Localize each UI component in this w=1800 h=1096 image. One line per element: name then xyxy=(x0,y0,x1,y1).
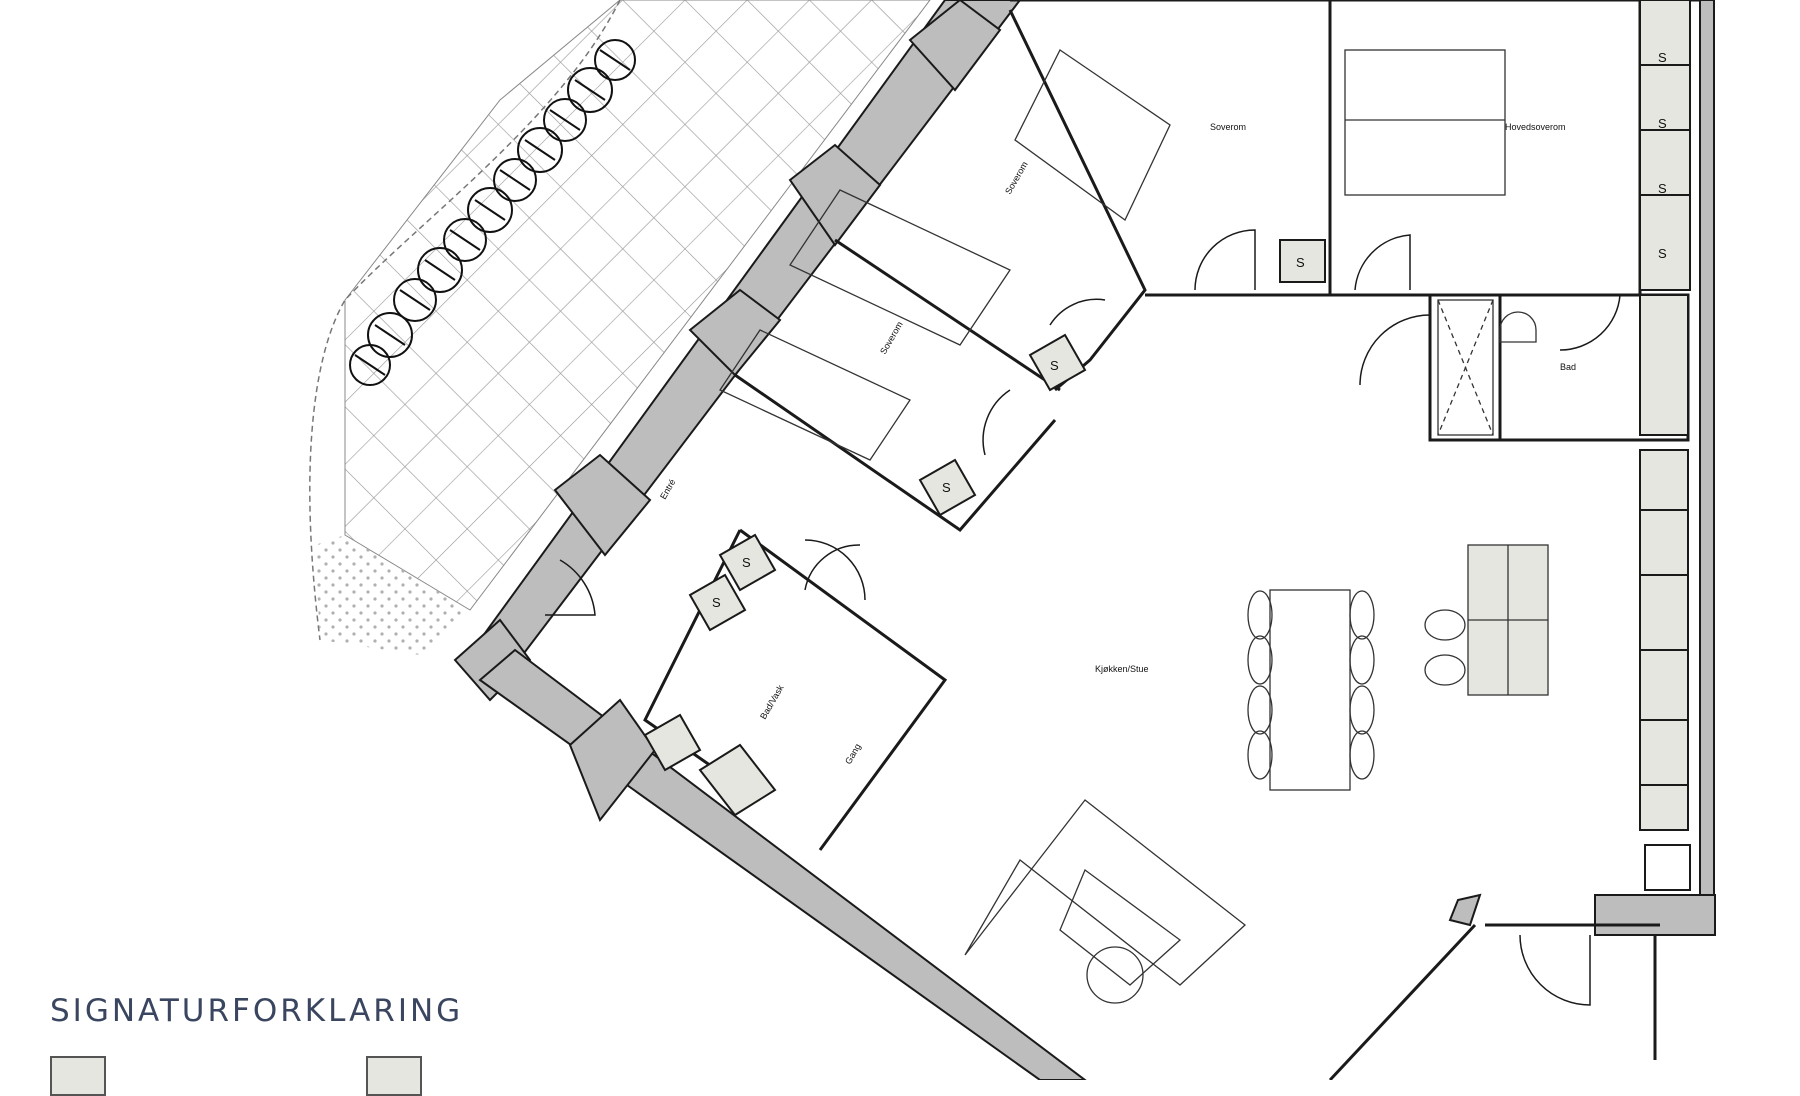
room-label-sov3: Soverom xyxy=(1210,122,1246,132)
exterior-walls xyxy=(453,0,1716,1080)
room-label-gang: Gang xyxy=(843,742,863,766)
room-label-sov1: Soverom xyxy=(1003,160,1030,196)
wardrobe-units xyxy=(643,239,1326,817)
furniture xyxy=(719,49,1549,1004)
wardrobe-label: S xyxy=(712,595,721,610)
planter-plants xyxy=(349,39,636,386)
wardrobe-label: S xyxy=(942,480,951,495)
terrace-tiles xyxy=(344,0,931,611)
room-label-entre: Entré xyxy=(658,477,677,501)
room-label-master: Hovedsoverom xyxy=(1505,122,1566,132)
kitchen-appliance-icon xyxy=(366,1056,422,1096)
kitchen-counter xyxy=(1639,0,1691,891)
wardrobe-label: S xyxy=(742,555,751,570)
legend-row xyxy=(50,1056,442,1096)
room-label-stue: Kjøkken/Stue xyxy=(1095,664,1149,674)
legend-title: SIGNATURFORKLARING xyxy=(50,993,464,1029)
wardrobe-label: S xyxy=(1658,116,1667,131)
wardrobe-label: S xyxy=(1050,358,1059,373)
storage-icon xyxy=(50,1056,106,1096)
wardrobe-label: S xyxy=(1658,246,1667,261)
room-label-bad: Bad xyxy=(1560,362,1576,372)
wardrobe-label: S xyxy=(1658,50,1667,65)
terrace-gravel xyxy=(315,535,470,655)
door-swings xyxy=(545,229,1621,1006)
room-label-bad2: Bad/Vask xyxy=(758,683,786,721)
wardrobe-label: S xyxy=(1296,255,1305,270)
wardrobe-label: S xyxy=(1658,181,1667,196)
room-label-sov2: Soverom xyxy=(878,320,905,356)
wardrobe-labels: S S S S S S S S S xyxy=(712,50,1667,610)
